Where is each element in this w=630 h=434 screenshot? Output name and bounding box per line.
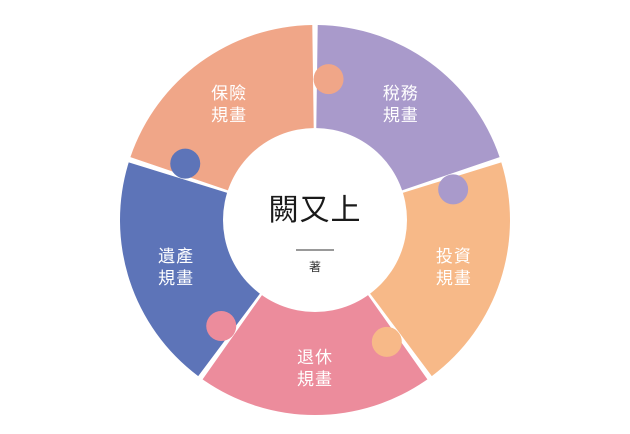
puzzle-tab-investment bbox=[371, 326, 402, 357]
center-circle bbox=[223, 128, 407, 312]
puzzle-tab-insurance bbox=[313, 64, 344, 95]
segment-label-estate-line1: 遺產 bbox=[158, 247, 194, 267]
puzzle-tab-retirement bbox=[206, 310, 237, 341]
segment-label-investment-line1: 投資 bbox=[436, 247, 472, 267]
segment-shape-insurance bbox=[130, 25, 314, 192]
author-name: 闕又上 bbox=[269, 193, 362, 228]
puzzle-tab-estate bbox=[170, 148, 201, 179]
segment-label-insurance-line1: 保險 bbox=[211, 84, 247, 104]
segment-label-estate-line2: 規畫 bbox=[158, 269, 194, 289]
segment-shape-tax bbox=[316, 25, 500, 192]
segment-shape-retirement bbox=[202, 291, 428, 415]
segment-tax bbox=[316, 25, 500, 192]
segment-label-retirement-line1: 退休 bbox=[297, 348, 333, 368]
segment-retirement bbox=[202, 291, 428, 415]
segment-label-investment-line2: 規畫 bbox=[436, 269, 472, 289]
segment-label-tax-line2: 規畫 bbox=[383, 106, 419, 126]
segment-insurance bbox=[130, 25, 314, 192]
segment-label-retirement-line2: 規畫 bbox=[297, 370, 333, 390]
segment-label-tax-line1: 稅務 bbox=[383, 84, 419, 104]
puzzle-tab-tax bbox=[438, 174, 469, 205]
segment-label-insurance-line2: 規畫 bbox=[211, 106, 247, 126]
author-suffix: 著 bbox=[309, 260, 321, 274]
